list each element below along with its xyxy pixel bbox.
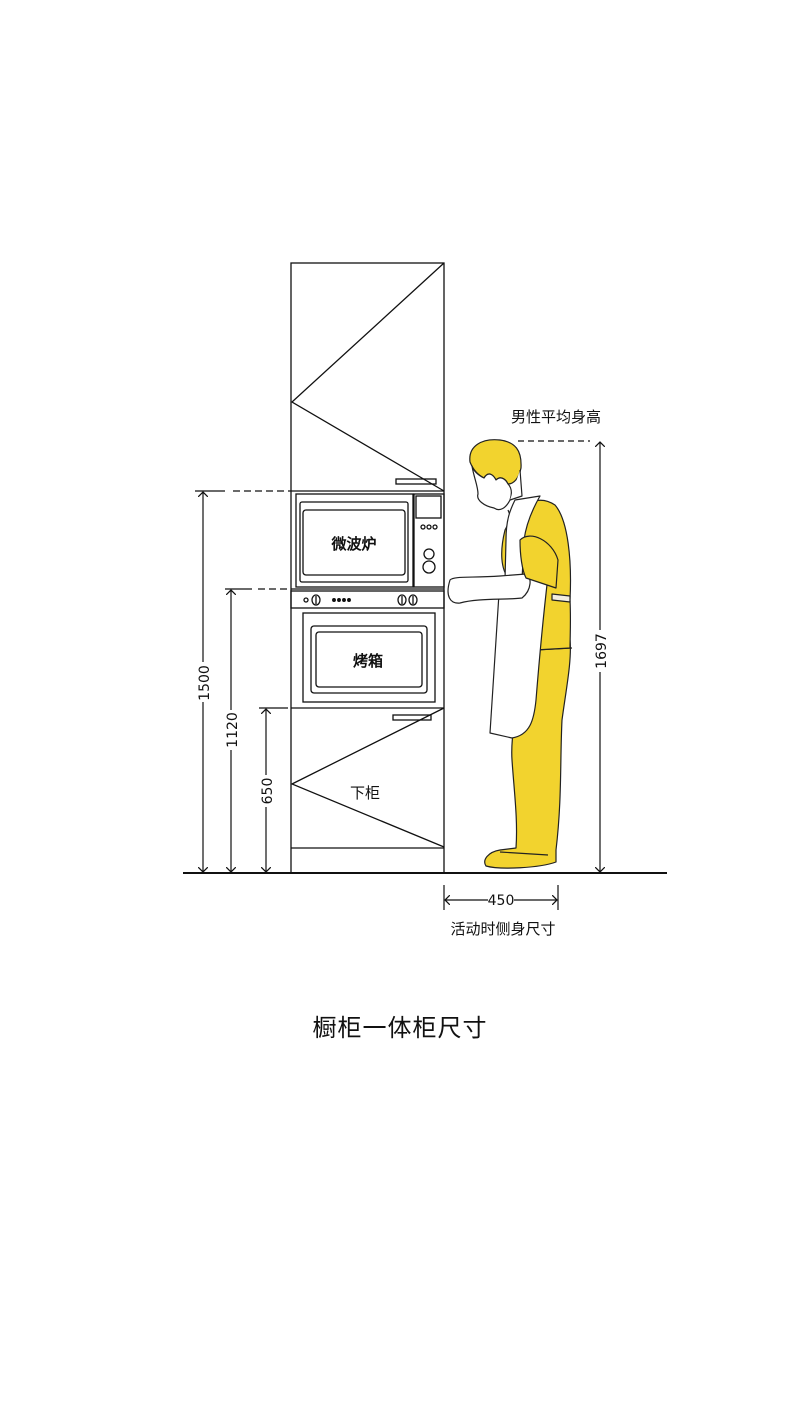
diagram-title: 橱柜一体柜尺寸 — [312, 1014, 488, 1042]
oven-control-panel — [290, 590, 445, 609]
dim-1697: 1697 — [594, 633, 610, 669]
side-width-label: 活动时侧身尺寸 — [450, 920, 555, 938]
man-figure — [447, 439, 573, 869]
microwave-label: 微波炉 — [330, 535, 376, 553]
side-width-dimension — [443, 885, 559, 910]
microwave — [295, 493, 445, 588]
oven — [302, 612, 436, 703]
dim-1120: 1120 — [225, 712, 241, 748]
male-height-label: 男性平均身高 — [511, 408, 601, 426]
tall-cabinet — [290, 262, 445, 874]
dim-450: 450 — [488, 893, 515, 909]
oven-label: 烤箱 — [353, 652, 383, 670]
dim-650: 650 — [260, 778, 276, 805]
lower-cabinet — [290, 707, 445, 849]
lower-cabinet-label: 下柜 — [350, 784, 380, 802]
dim-1500: 1500 — [197, 665, 213, 701]
